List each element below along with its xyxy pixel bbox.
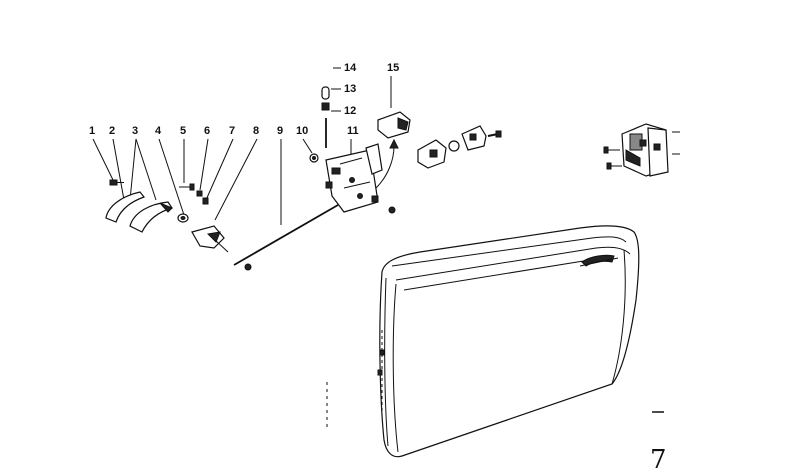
callout-15[interactable]: 15: [387, 62, 399, 74]
screw-1: [109, 179, 124, 186]
callout-5[interactable]: 5: [180, 125, 186, 137]
nut-6: [196, 190, 203, 197]
door-lock-11[interactable]: [325, 138, 399, 214]
spring-clip-7: [202, 197, 209, 205]
callout-1[interactable]: 1: [89, 125, 95, 137]
callout-4[interactable]: 4: [155, 125, 162, 137]
leader-lines: [92, 67, 392, 225]
callout-7[interactable]: 7: [229, 125, 235, 137]
inner-handle-group[interactable]: [105, 179, 229, 253]
callout-12[interactable]: 12: [344, 105, 356, 117]
door-shell[interactable]: [326, 225, 640, 458]
knob-14[interactable]: [321, 86, 330, 100]
corner-mark: 7: [650, 445, 667, 473]
callout-13[interactable]: 13: [344, 83, 356, 95]
callout-14[interactable]: 14: [344, 62, 357, 74]
callout-10[interactable]: 10: [296, 125, 308, 137]
lever-8: [191, 225, 225, 249]
callout-6[interactable]: 6: [204, 125, 210, 137]
callout-8[interactable]: 8: [253, 125, 259, 137]
bolt-5: [179, 183, 195, 191]
callout-9[interactable]: 9: [277, 125, 283, 137]
callout-3[interactable]: 3: [132, 125, 138, 137]
door-striker-assembly[interactable]: [603, 123, 680, 177]
lock-cylinder-15[interactable]: [377, 111, 411, 139]
striker-parts[interactable]: [417, 125, 502, 169]
nut-10[interactable]: [309, 153, 319, 163]
callout-11[interactable]: 11: [347, 125, 359, 137]
callout-2[interactable]: 2: [109, 125, 115, 137]
spring-13[interactable]: [321, 102, 330, 111]
handle-trim-2: [105, 191, 145, 223]
connecting-rod-9[interactable]: [233, 204, 339, 271]
